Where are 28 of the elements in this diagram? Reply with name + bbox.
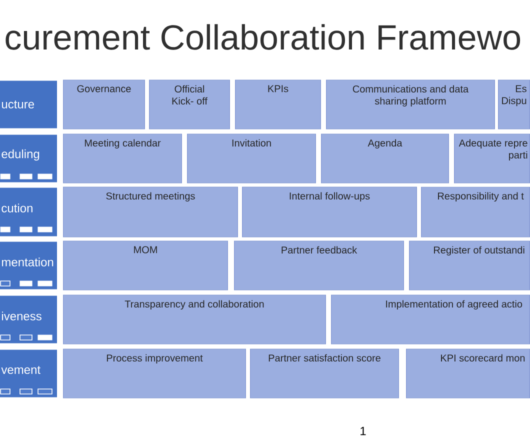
category-box: eduling bbox=[0, 134, 57, 182]
item-box: Structured meetings bbox=[63, 186, 238, 238]
item-box: Partner satisfaction score bbox=[250, 348, 399, 398]
item-box: Agenda bbox=[321, 134, 449, 184]
item-box: Es Dispu bbox=[498, 80, 530, 130]
item-box: Register of outstandi bbox=[409, 240, 530, 290]
item-box: KPI scorecard mon bbox=[406, 348, 530, 398]
page-number: 1 bbox=[360, 426, 366, 436]
category-box: vement bbox=[0, 350, 57, 398]
title: curement Collaboration Framewo bbox=[6, 24, 520, 50]
category-box: iveness bbox=[0, 296, 57, 344]
category-box: ucture bbox=[0, 80, 57, 128]
item-box: Implementation of agreed actio bbox=[331, 294, 530, 344]
item-box: Official Kick- off bbox=[149, 80, 230, 130]
item-box: Transparency and collaboration bbox=[63, 294, 326, 344]
item-box: Invitation bbox=[187, 134, 316, 184]
item-box: Meeting calendar bbox=[63, 134, 182, 184]
item-box: KPIs bbox=[235, 80, 321, 130]
item-box: Adequate repre parti bbox=[454, 134, 530, 184]
item-box: Internal follow-ups bbox=[242, 186, 417, 238]
category-box: cution bbox=[0, 188, 57, 236]
item-box: Responsibility and t bbox=[421, 186, 530, 238]
item-box: MOM bbox=[63, 240, 228, 290]
category-box: mentation bbox=[0, 242, 57, 290]
item-box: Process improvement bbox=[63, 348, 246, 398]
item-box: Partner feedback bbox=[234, 240, 404, 290]
item-box: Governance bbox=[63, 80, 145, 130]
item-box: Communications and data sharing platform bbox=[326, 80, 495, 130]
